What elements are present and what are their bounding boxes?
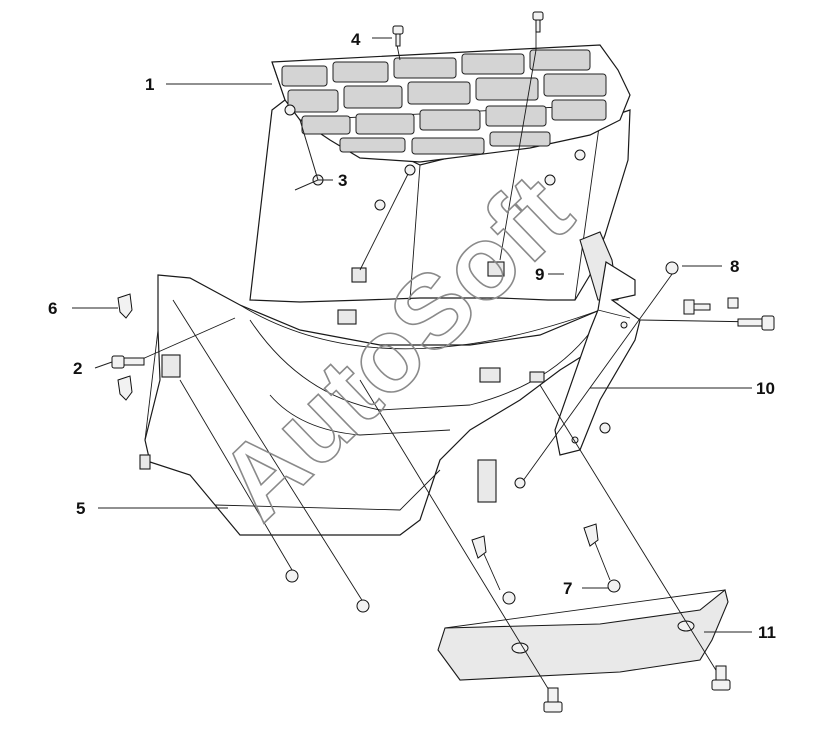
callout-1: 1 — [145, 75, 154, 94]
callout-10: 10 — [756, 379, 775, 398]
screw-4 — [392, 25, 404, 35]
callout-leaders — [72, 37, 752, 633]
lower-cover-part — [139, 274, 623, 536]
callout-7: 7 — [563, 579, 572, 598]
callout-4: 4 — [351, 30, 361, 49]
callout-5: 5 — [76, 499, 85, 518]
callout-labels: 1 2 3 4 5 6 7 8 9 10 11 — [48, 30, 776, 642]
callout-11: 11 — [758, 623, 776, 642]
callout-3: 3 — [338, 171, 347, 190]
callout-6: 6 — [48, 299, 57, 318]
bottom-trim-strip-part — [437, 589, 729, 681]
grid-cells — [281, 49, 607, 155]
callout-8: 8 — [730, 257, 739, 276]
callout-2: 2 — [73, 359, 82, 378]
hardware-fasteners — [111, 11, 775, 713]
callout-9: 9 — [535, 265, 544, 284]
floorboard-grid-part — [271, 44, 631, 163]
